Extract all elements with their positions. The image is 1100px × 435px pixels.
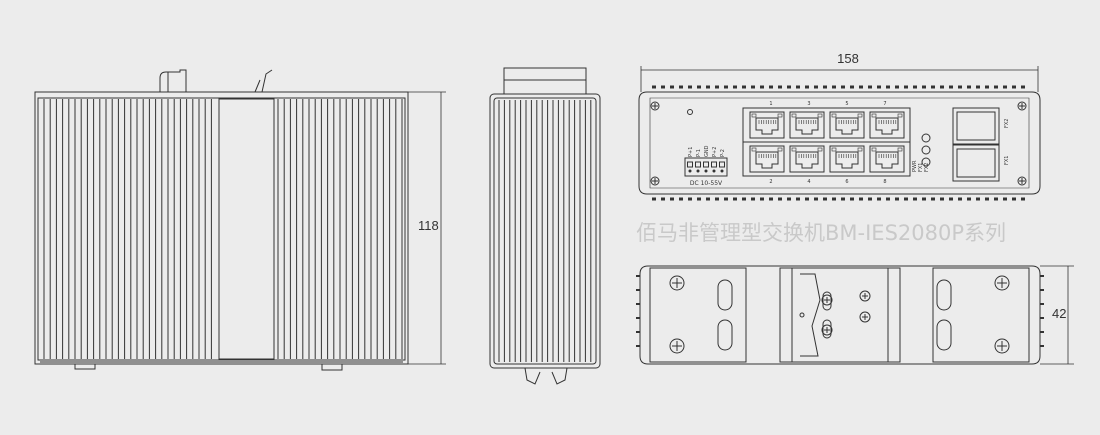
port-numbers: 1 3 5 7 2 4 6 8 — [769, 101, 886, 185]
screw-icon — [650, 101, 1027, 186]
terminal-pin-label: P-2 — [720, 149, 726, 157]
bottom-view — [636, 265, 1044, 365]
port-number: 8 — [883, 179, 886, 185]
end-view — [489, 67, 601, 385]
led-fx1-icon — [921, 145, 931, 155]
fins-left — [43, 99, 212, 359]
sfp-port-fx1 — [952, 144, 1000, 182]
rj45-port-icon — [789, 111, 825, 139]
sfp-port-fx2 — [952, 107, 1000, 145]
product-caption: 佰马非管理型交换机BM-IES2080P系列 — [636, 221, 1006, 245]
led-label: PWR — [912, 160, 918, 172]
fins-end — [498, 100, 592, 362]
fins-right — [277, 99, 403, 359]
screw-icon — [669, 275, 1010, 354]
terminal-pin-label: P+2 — [712, 147, 718, 157]
led-label: FX1 — [918, 163, 924, 172]
led-pwr-icon — [921, 133, 931, 143]
dimension-width — [640, 66, 1039, 92]
rj45-port-icon — [869, 145, 905, 173]
terminal-pin-label: GND — [704, 145, 710, 157]
led-fx2-icon — [921, 157, 931, 167]
height-dimension-label: 118 — [418, 218, 439, 233]
front-panel — [638, 85, 1041, 201]
rj45-port-icon — [829, 111, 865, 139]
port-number: 4 — [807, 179, 810, 185]
depth-dimension-label: 42 — [1052, 306, 1066, 321]
port-number: 5 — [845, 101, 848, 107]
terminal-voltage-label: DC 10-55V — [690, 180, 723, 187]
rj45-port-icon — [749, 111, 785, 139]
rj45-port-icon — [829, 145, 865, 173]
sfp-label-fx1: FX1 — [1004, 156, 1010, 165]
terminal-pin-label: P-1 — [696, 149, 702, 157]
dimension-depth — [1040, 265, 1074, 365]
terminal-block — [684, 157, 728, 177]
port-number: 2 — [769, 179, 772, 185]
rj45-port-icon — [749, 145, 785, 173]
port-number: 3 — [807, 101, 810, 107]
rj45-port-icon — [789, 145, 825, 173]
width-dimension-label: 158 — [837, 51, 859, 66]
port-number: 7 — [883, 101, 886, 107]
sfp-label-fx2: FX2 — [1004, 119, 1010, 128]
side-view — [34, 69, 409, 371]
port-number: 6 — [845, 179, 848, 185]
port-number: 1 — [769, 101, 772, 107]
dimension-height — [408, 91, 446, 365]
led-label: FX2 — [924, 163, 930, 172]
terminal-pin-label: P+1 — [688, 147, 694, 157]
rj45-port-icon — [869, 111, 905, 139]
